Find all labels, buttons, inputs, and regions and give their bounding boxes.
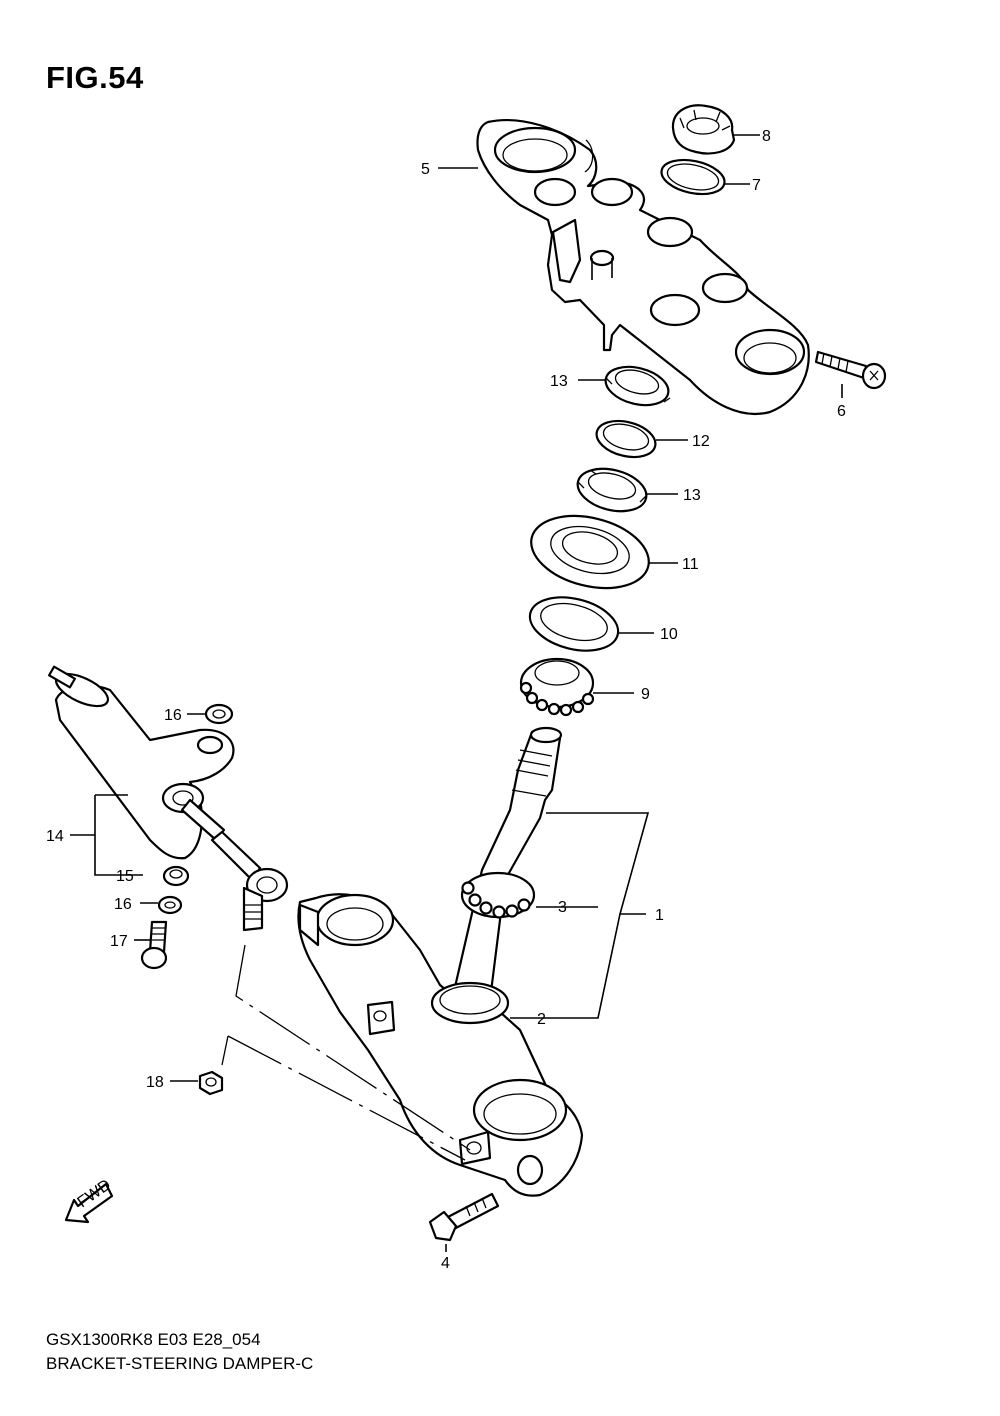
- leader-lines: [70, 134, 843, 1252]
- callout-13-upper: 13: [550, 373, 568, 390]
- callout-11: 11: [682, 556, 699, 573]
- lower-bracket: [297, 893, 584, 1197]
- dust-seal-part-11: [530, 514, 650, 590]
- callout-3: 3: [558, 899, 567, 916]
- callout-2: 2: [537, 1011, 546, 1028]
- bolt-part-4: [428, 1192, 500, 1242]
- callout-18: 18: [146, 1074, 164, 1091]
- bearing-part-3: [460, 871, 536, 919]
- callout-4: 4: [441, 1255, 450, 1272]
- washer-part-16-lower: [157, 895, 183, 915]
- callout-6: 6: [837, 403, 846, 420]
- callouts: 1 2 3 4 5 6 7 8 9 10 11 12 13 13 14 15 1…: [46, 128, 846, 1272]
- callout-8: 8: [762, 128, 771, 145]
- callout-1: 1: [655, 907, 664, 924]
- figure-title: FIG.54: [46, 60, 144, 95]
- race-part-10: [528, 596, 620, 652]
- steering-stem-part-1: [450, 726, 563, 1002]
- callout-14: 14: [46, 828, 64, 845]
- bolt-part-6: [814, 350, 887, 390]
- callout-10: 10: [660, 626, 678, 643]
- callout-13-lower: 13: [683, 487, 701, 504]
- callout-17: 17: [110, 933, 128, 950]
- steering-damper-part-14: [48, 665, 289, 932]
- bearing-part-9: [519, 657, 595, 717]
- figure-caption: BRACKET-STEERING DAMPER-C: [46, 1354, 314, 1373]
- bushing-part-15: [162, 865, 190, 887]
- callout-7: 7: [752, 177, 761, 194]
- callout-15: 15: [116, 868, 134, 885]
- bolt-part-17: [140, 920, 168, 970]
- callout-16-lower: 16: [114, 896, 132, 913]
- figure-footer: GSX1300RK8 E03 E28_054 BRACKET-STEERING …: [46, 1328, 313, 1376]
- callout-5: 5: [421, 161, 430, 178]
- seal-part-2: [430, 981, 510, 1025]
- callout-12: 12: [692, 433, 710, 450]
- washer-part-16-upper: [204, 703, 234, 725]
- callout-9: 9: [641, 686, 650, 703]
- callout-16-upper: 16: [164, 707, 182, 724]
- nut-part-8: [671, 104, 736, 155]
- model-code: GSX1300RK8 E03 E28_054: [46, 1330, 261, 1349]
- lock-washer-part-13-upper: [604, 365, 671, 407]
- nut-part-18: [198, 1070, 224, 1096]
- assembly-lines: [221, 944, 471, 1161]
- lock-washer-part-13-lower: [576, 467, 648, 513]
- washer-part-12: [595, 419, 657, 459]
- fwd-arrow-icon: FWD: [64, 1176, 114, 1224]
- washer-part-7: [660, 158, 726, 196]
- upper-bracket-part-5: [476, 119, 810, 415]
